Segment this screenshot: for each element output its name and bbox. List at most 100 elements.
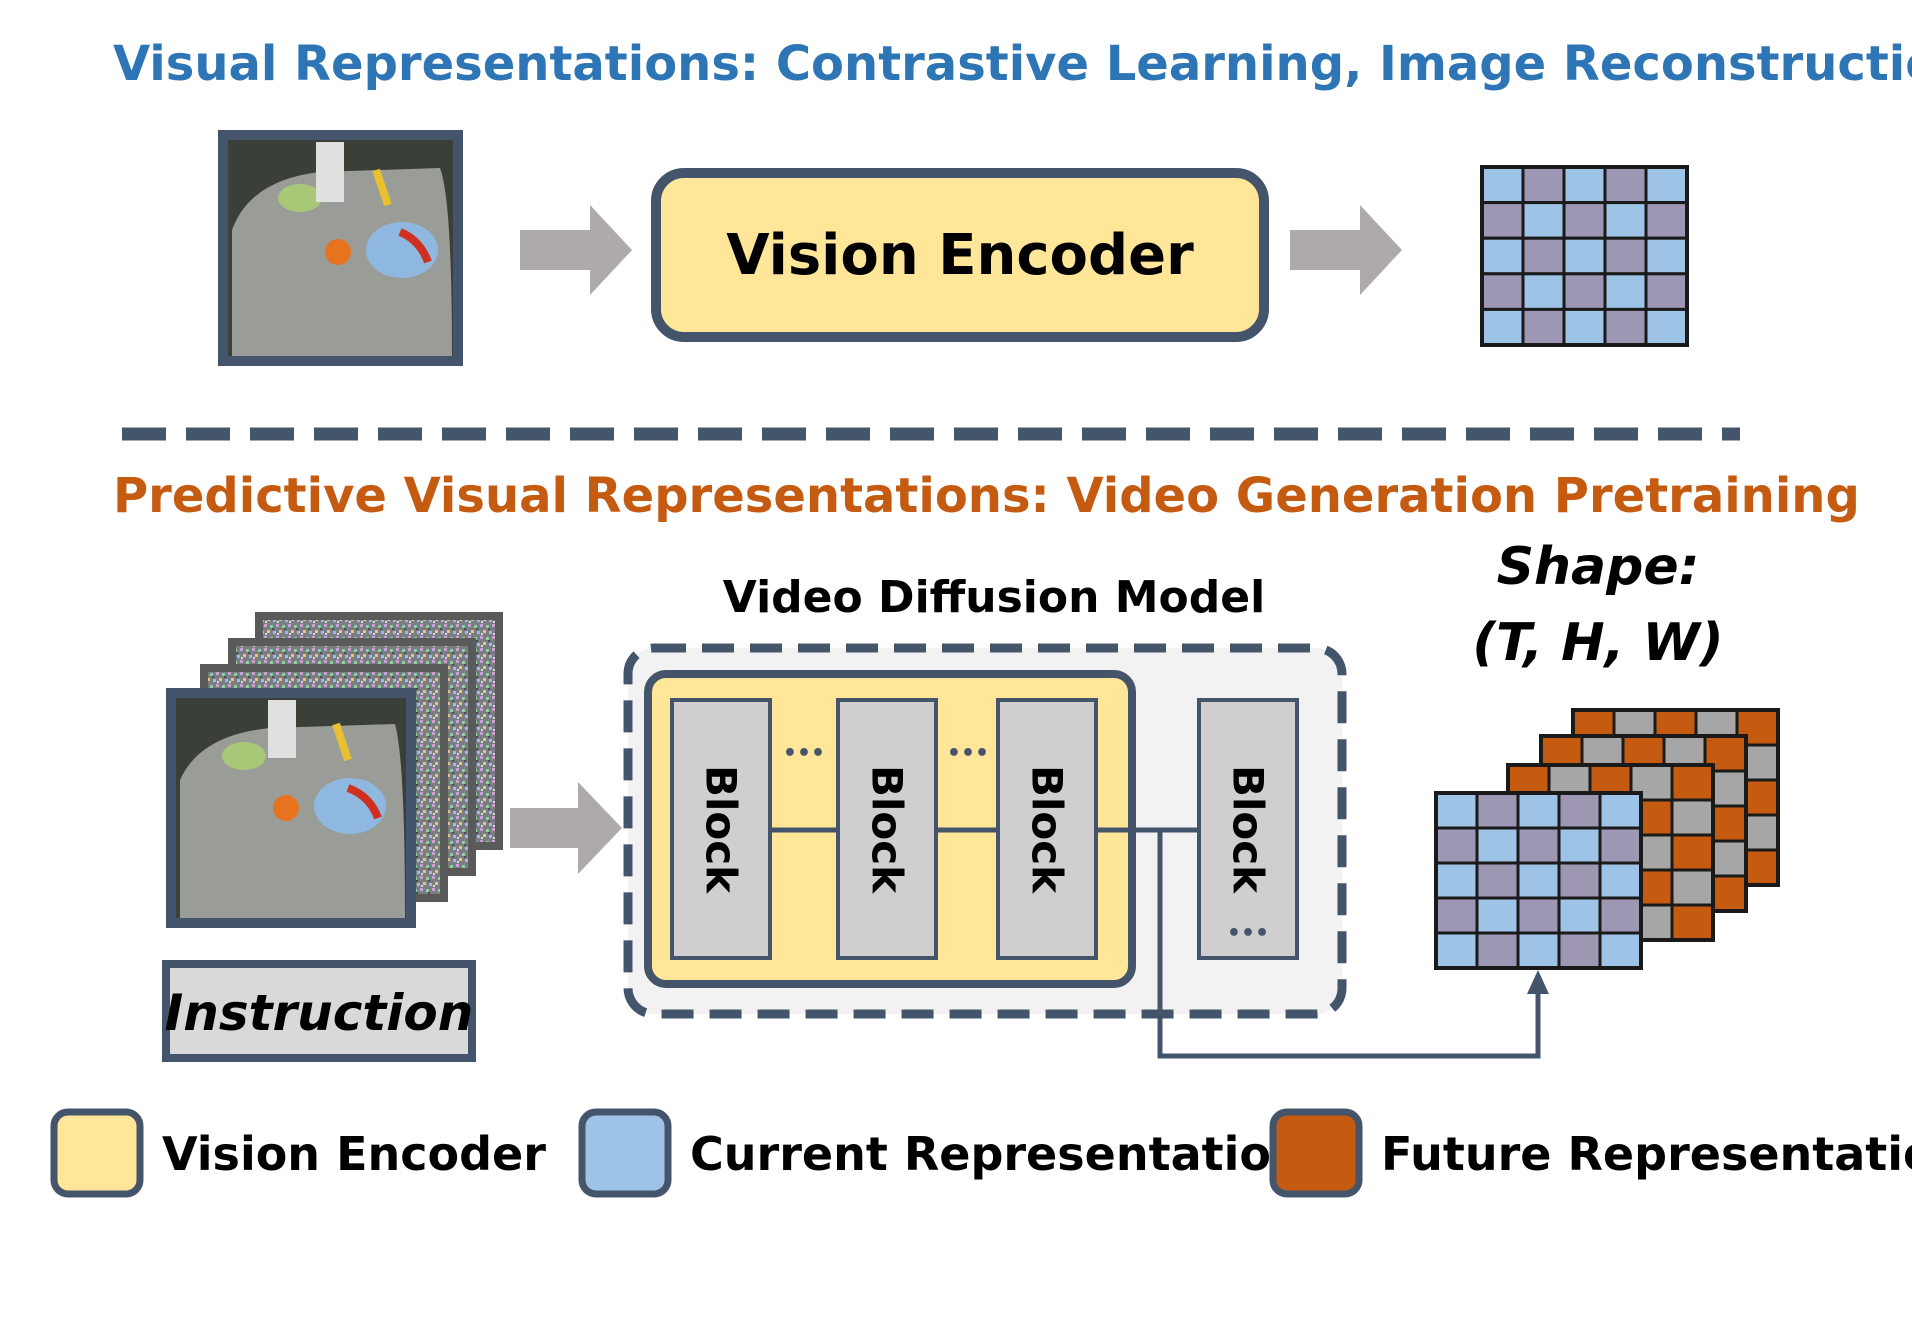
grid-cell: [1670, 903, 1715, 942]
grid-cell: [1562, 272, 1607, 311]
ellipsis-2: •••: [947, 741, 989, 766]
grid-cell: [1434, 826, 1479, 865]
legend: Vision Encoder Current Representation Futu…: [50, 1108, 1912, 1198]
legend-swatch: [1269, 1108, 1363, 1198]
grid-cell: [1516, 931, 1561, 970]
grid-cell: [1516, 861, 1561, 900]
grid-cell: [1670, 763, 1715, 802]
top-section-heading: Visual Representations: Contrastive Lear…: [113, 36, 1912, 92]
output-path-line: [1157, 830, 1541, 1059]
top-representation-grid: [1480, 165, 1689, 347]
grid-cell: [1603, 165, 1648, 205]
grid-border: [1480, 165, 1689, 347]
legend-item: Future Representations: [1269, 1108, 1912, 1198]
output-representation-stack: [1434, 708, 1780, 970]
bottom-section-heading: Predictive Visual Representations: Video…: [113, 468, 1860, 524]
current-frame-image: [166, 688, 416, 928]
block-label: Block: [863, 765, 912, 894]
top-grid-cells: [1480, 165, 1689, 347]
grid-cell: [1480, 165, 1525, 205]
grid-cell: [1598, 791, 1643, 830]
current-representation-grid: [1434, 791, 1643, 970]
grid-border: [1434, 791, 1643, 970]
grid-cell: [1475, 826, 1520, 865]
legend-item: Vision Encoder: [50, 1108, 546, 1198]
grid-cell: [1475, 931, 1520, 970]
grid-cell: [1434, 931, 1479, 970]
grid-cell: [1562, 307, 1607, 347]
grid-cell: [1598, 896, 1643, 935]
grid-cell: [1644, 165, 1689, 205]
grid-cell: [1557, 931, 1602, 970]
grid-cell: [1521, 272, 1566, 311]
grid-cell: [1670, 798, 1715, 837]
grid-cell: [1603, 307, 1648, 347]
grid-cell: [1598, 861, 1643, 900]
grid-cell: [1480, 201, 1525, 240]
grid-cell: [1603, 272, 1648, 311]
legend-label: Vision Encoder: [162, 1127, 546, 1181]
legend-swatch: [578, 1108, 672, 1198]
ellipsis-3: •••: [1227, 921, 1269, 946]
grid-cell: [1475, 861, 1520, 900]
grid-cell: [1480, 272, 1525, 311]
grid-cell: [1644, 272, 1689, 311]
block-1: Block: [670, 698, 772, 960]
grid-cell: [1521, 236, 1566, 276]
instruction-box: [162, 960, 476, 1062]
grid-cell: [1480, 236, 1525, 276]
instruction-label: Instruction: [165, 984, 474, 1042]
legend-swatch: [50, 1108, 144, 1198]
grid-cell: [1434, 896, 1479, 935]
grid-cell: [1434, 791, 1479, 830]
grid-cell: [1644, 236, 1689, 276]
grid-cell: [1475, 896, 1520, 935]
grid-cell: [1557, 791, 1602, 830]
grid-cell: [1562, 165, 1607, 205]
vision-encoder-box: [651, 168, 1269, 342]
shape-title: Shape:: [1497, 537, 1700, 597]
block-label: Block: [697, 765, 746, 894]
grid-cell: [1644, 201, 1689, 240]
legend-label: Current Representation: [690, 1127, 1304, 1181]
grid-cell: [1557, 861, 1602, 900]
grid-cell: [1562, 236, 1607, 276]
legend-label: Future Representations: [1381, 1127, 1912, 1181]
grid-cell: [1557, 896, 1602, 935]
grid-cell: [1516, 791, 1561, 830]
grid-cell: [1521, 201, 1566, 240]
grid-cell: [1598, 826, 1643, 865]
grid-cell: [1603, 201, 1648, 240]
grid-cell: [1434, 861, 1479, 900]
grid-cell: [1480, 307, 1525, 347]
top-input-image: [218, 130, 463, 366]
block-2: Block: [836, 698, 938, 960]
arrow-to-diffusion-model: [510, 782, 622, 874]
grid-cell: [1603, 236, 1648, 276]
shape-dims: (T, H, W): [1472, 613, 1723, 673]
block-4: Block: [1197, 698, 1299, 960]
grid-cell: [1644, 307, 1689, 347]
grid-cell: [1562, 201, 1607, 240]
grid-cell: [1557, 826, 1602, 865]
block-3: Block: [996, 698, 1098, 960]
grid-cell: [1475, 791, 1520, 830]
block-label: Block: [1023, 765, 1072, 894]
grid-cell: [1670, 833, 1715, 872]
output-path-arrowhead: [1527, 970, 1549, 994]
block-label: Block: [1224, 765, 1273, 894]
arrow-to-representation: [1290, 205, 1402, 295]
grid-cell: [1516, 896, 1561, 935]
grid-cell: [1516, 826, 1561, 865]
grid-cell: [1670, 868, 1715, 907]
grid-cell: [1598, 931, 1643, 970]
vision-encoder-label: Vision Encoder: [726, 223, 1194, 288]
legend-item: Current Representation: [578, 1108, 1304, 1198]
diffusion-model-title: Video Diffusion Model: [723, 572, 1265, 623]
ellipsis-1: •••: [783, 741, 825, 766]
arrow-to-encoder: [520, 205, 632, 295]
grid-cell: [1521, 165, 1566, 205]
grid-cell: [1521, 307, 1566, 347]
